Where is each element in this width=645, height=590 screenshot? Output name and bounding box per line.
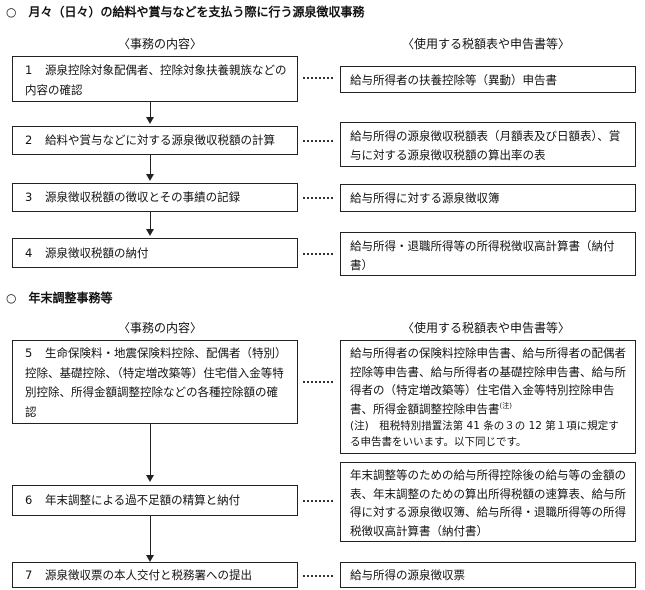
arrow-line-2 — [150, 155, 151, 175]
step-6-text: 年末調整による過不足額の精算と納付 — [45, 493, 241, 507]
step-3-number: 3 — [25, 190, 33, 204]
step-7-number: 7 — [25, 568, 33, 582]
step-3-box: 3 源泉徴収税額の徴収とその事績の記録 — [12, 183, 298, 212]
step-3-form-box: 給与所得に対する源泉徴収簿 — [340, 184, 636, 212]
step-4-box: 4 源泉徴収税額の納付 — [12, 238, 298, 268]
section2-col-left-header: 〈事務の内容〉 — [118, 321, 203, 335]
step-2-number: 2 — [25, 133, 33, 147]
arrow-line-3 — [150, 212, 151, 230]
section2-col-right-header: 〈使用する税額表や申告書等〉 — [402, 321, 571, 335]
step-7-form: 給与所得の源泉徴収票 — [350, 568, 465, 582]
step-4-number: 4 — [25, 246, 33, 260]
step-5-note: (注) 租税特別措置法第 41 条の３の 12 第１項に規定する申告書をいいます… — [350, 420, 619, 448]
step-6-form-box: 年末調整等のための給与所得控除後の給与等の金額の表、年末調整のための算出所得税額… — [340, 462, 636, 542]
step-7-leader — [303, 575, 333, 577]
step-1-form: 給与所得者の扶養控除等（異動）申告書 — [350, 73, 557, 87]
step-2-form: 給与所得の源泉徴収税額表（月額表及び日額表）、賞与に対する源泉徴収税額の算出率の… — [350, 129, 621, 162]
step-5-form-box: 給与所得者の保険料控除申告書、給与所得者の配偶者控除等申告書、給与所得者の基礎控… — [340, 340, 636, 454]
arrow-line-1 — [150, 102, 151, 118]
step-1-text: 源泉控除対象配偶者、控除対象扶養親族などの内容の確認 — [25, 63, 287, 97]
step-3-text: 源泉徴収税額の徴収とその事績の記録 — [45, 190, 241, 204]
step-3-form: 給与所得に対する源泉徴収簿 — [350, 191, 500, 205]
step-1-leader — [303, 77, 333, 79]
step-7-text: 源泉徴収票の本人交付と税務署への提出 — [45, 568, 252, 582]
step-1-form-box: 給与所得者の扶養控除等（異動）申告書 — [340, 66, 636, 93]
step-5-number: 5 — [25, 346, 33, 360]
arrow-down-icon — [146, 475, 154, 482]
step-6-leader — [303, 500, 333, 502]
step-2-form-box: 給与所得の源泉徴収税額表（月額表及び日額表）、賞与に対する源泉徴収税額の算出率の… — [340, 122, 636, 167]
step-6-box: 6 年末調整による過不足額の精算と納付 — [12, 485, 298, 516]
step-5-form-note-mark: (注) — [499, 401, 512, 410]
section1-col-left-header: 〈事務の内容〉 — [118, 37, 203, 51]
section1-title: ○ 月々（日々）の給料や賞与などを支払う際に行う源泉徴収事務 — [6, 5, 365, 19]
step-2-text: 給料や賞与などに対する源泉徴収税額の計算 — [45, 133, 275, 147]
step-4-form-box: 給与所得・退職所得等の所得税徴収高計算書（納付書） — [340, 232, 636, 276]
arrow-line-5 — [150, 424, 151, 476]
step-4-text: 源泉徴収税額の納付 — [45, 246, 149, 260]
step-6-form: 年末調整等のための給与所得控除後の給与等の金額の表、年末調整のための算出所得税額… — [350, 468, 626, 538]
step-4-leader — [303, 253, 333, 255]
step-2-leader — [303, 140, 333, 142]
step-6-number: 6 — [25, 493, 33, 507]
arrow-down-icon — [146, 555, 154, 562]
arrow-down-icon — [146, 117, 154, 124]
step-5-form: 給与所得者の保険料控除申告書、給与所得者の配偶者控除等申告書、給与所得者の基礎控… — [350, 346, 626, 416]
step-2-box: 2 給料や賞与などに対する源泉徴収税額の計算 — [12, 126, 298, 155]
arrow-down-icon — [146, 229, 154, 236]
arrow-down-icon — [146, 174, 154, 181]
step-1-number: 1 — [25, 63, 33, 77]
section1-col-right-header: 〈使用する税額表や申告書等〉 — [402, 37, 571, 51]
step-3-leader — [303, 197, 333, 199]
step-5-text: 生命保険料・地震保険料控除、配偶者（特別）控除、基礎控除、（特定増改築等）住宅借… — [25, 346, 287, 419]
step-7-form-box: 給与所得の源泉徴収票 — [340, 562, 636, 588]
step-7-box: 7 源泉徴収票の本人交付と税務署への提出 — [12, 562, 298, 588]
step-4-form: 給与所得・退職所得等の所得税徴収高計算書（納付書） — [350, 239, 615, 272]
section2-title: ○ 年末調整事務等 — [6, 291, 113, 305]
arrow-line-6 — [150, 516, 151, 556]
step-5-leader — [303, 381, 333, 383]
